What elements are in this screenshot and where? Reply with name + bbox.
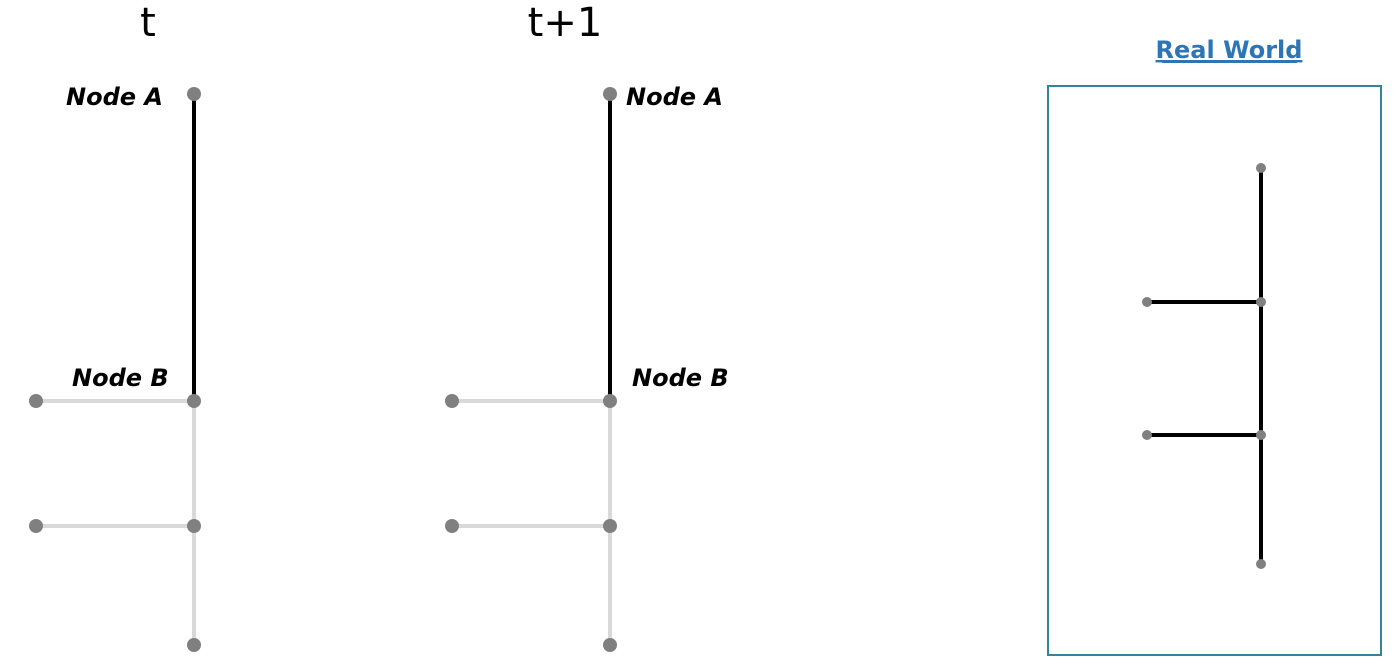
node	[1256, 559, 1266, 569]
node	[187, 519, 201, 533]
node-a	[187, 87, 201, 101]
node-b	[187, 394, 201, 408]
node	[29, 394, 43, 408]
node	[1142, 430, 1152, 440]
real-world-title: Real World	[1156, 36, 1303, 64]
panel-t: t Node A Node B	[29, 0, 201, 652]
real-world-frame	[1047, 85, 1382, 656]
node-a-label: Node A	[66, 83, 163, 111]
node	[603, 638, 617, 652]
node	[29, 519, 43, 533]
node-b-label: Node B	[72, 364, 169, 392]
node-b	[603, 394, 617, 408]
node	[445, 394, 459, 408]
node	[445, 519, 459, 533]
node-a-label: Node A	[626, 83, 723, 111]
panel-t-title: t	[140, 0, 156, 46]
panel-t-plus-1: t+1 Node A Node B	[445, 0, 729, 652]
panel-real-world: Real World	[1047, 36, 1382, 656]
node	[1256, 430, 1266, 440]
node	[603, 519, 617, 533]
node-a	[603, 87, 617, 101]
node	[187, 638, 201, 652]
node	[1256, 297, 1266, 307]
node	[1142, 297, 1152, 307]
node-b-label: Node B	[632, 364, 729, 392]
node	[1256, 163, 1266, 173]
panel-t-plus-1-title: t+1	[528, 0, 603, 46]
